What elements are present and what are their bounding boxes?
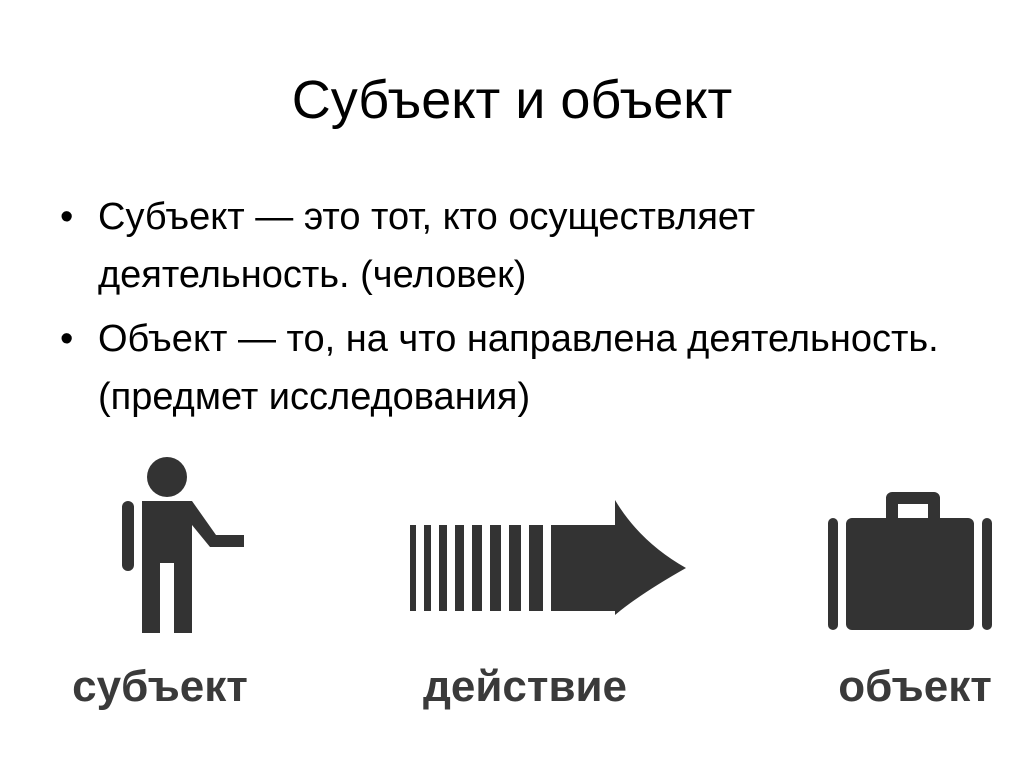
- bullet-marker: •: [60, 196, 74, 238]
- bullet-subject-definition: • Субъект — это тот, кто осуществляет де…: [60, 188, 980, 304]
- object-label: объект: [838, 662, 992, 711]
- suitcase-icon: [828, 492, 992, 630]
- bullet-marker: •: [60, 318, 74, 360]
- bullet-text: Объект — то, на что направлена деятельно…: [98, 318, 939, 418]
- bullet-list: • Субъект — это тот, кто осуществляет де…: [60, 188, 980, 432]
- action-label: действие: [422, 662, 628, 711]
- person-icon: [122, 457, 244, 633]
- arrow-icon: [410, 500, 686, 615]
- slide-title: Субъект и объект: [291, 70, 733, 130]
- subject-label: субъект: [72, 662, 248, 711]
- bullet-object-definition: • Объект — то, на что направлена деятель…: [60, 310, 980, 426]
- bullet-text: Субъект — это тот, кто осуществляет деят…: [98, 196, 756, 296]
